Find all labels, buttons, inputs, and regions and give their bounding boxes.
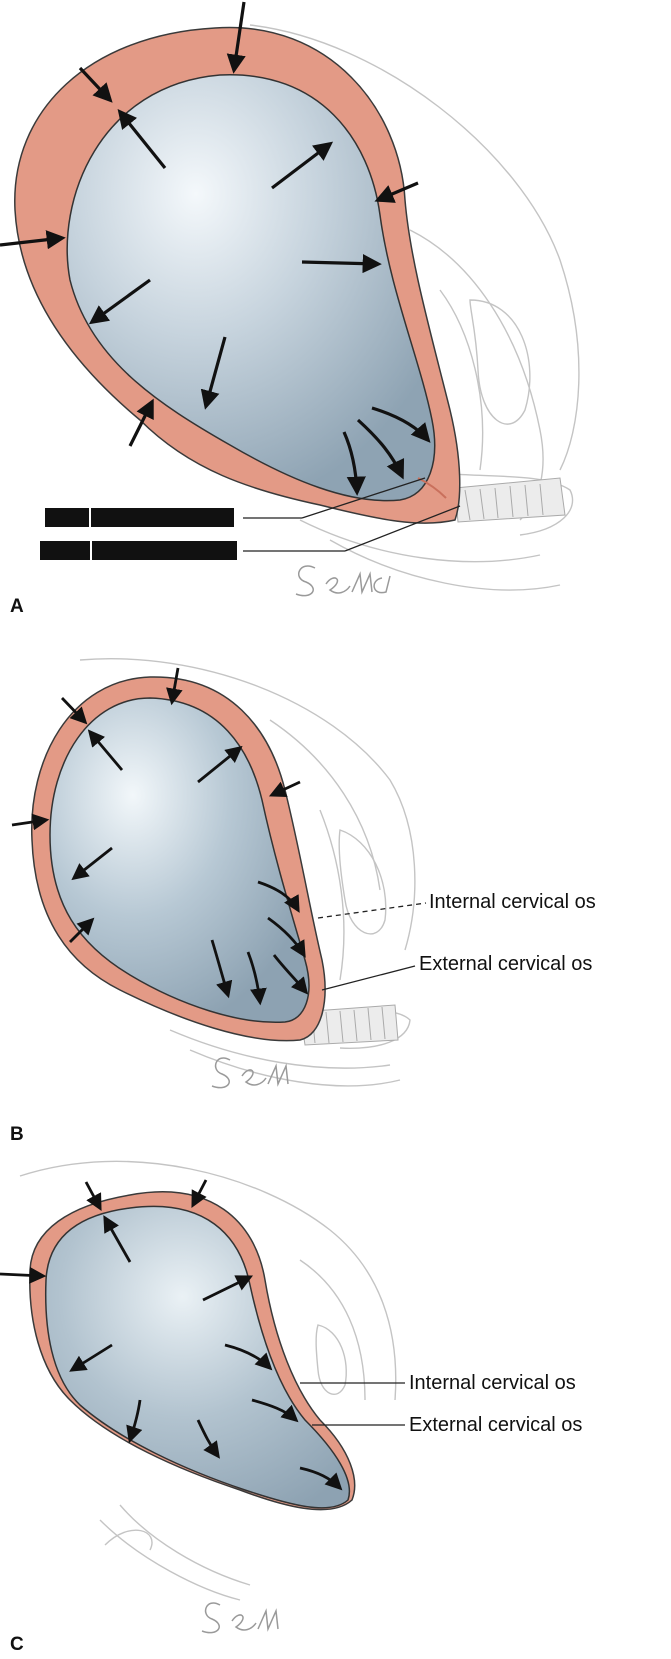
panel-a-arrow	[302, 262, 378, 264]
panel-a-drawing	[0, 2, 579, 596]
panel-a-signature	[296, 566, 390, 596]
panel-b-external-os-leader	[322, 966, 415, 990]
panel-letter-c: C	[10, 1634, 24, 1656]
panel-b-external-os-label: External cervical os	[419, 953, 592, 976]
panel-c-signature	[202, 1603, 278, 1633]
panel-c-external-os-label: External cervical os	[409, 1414, 582, 1437]
panel-a-redacted-label-internal	[45, 508, 89, 527]
panel-c-internal-os-label: Internal cervical os	[409, 1372, 576, 1395]
panel-c-arrow	[0, 1274, 43, 1276]
panel-a-redacted-label-internal	[91, 508, 234, 527]
panel-letter-b: B	[10, 1124, 24, 1146]
panel-c-drawing	[0, 1161, 405, 1632]
panel-b-internal-os-leader	[318, 903, 426, 918]
panel-letter-a: A	[10, 596, 24, 618]
panel-b-drawing	[12, 659, 426, 1088]
panel-a-cervix-hatch	[455, 478, 565, 522]
panel-b-internal-os-label: Internal cervical os	[429, 891, 596, 914]
panel-a-redacted-label-external	[92, 541, 237, 560]
panel-a-redacted-label-external	[40, 541, 90, 560]
panel-b-amniotic-sac	[50, 698, 309, 1022]
